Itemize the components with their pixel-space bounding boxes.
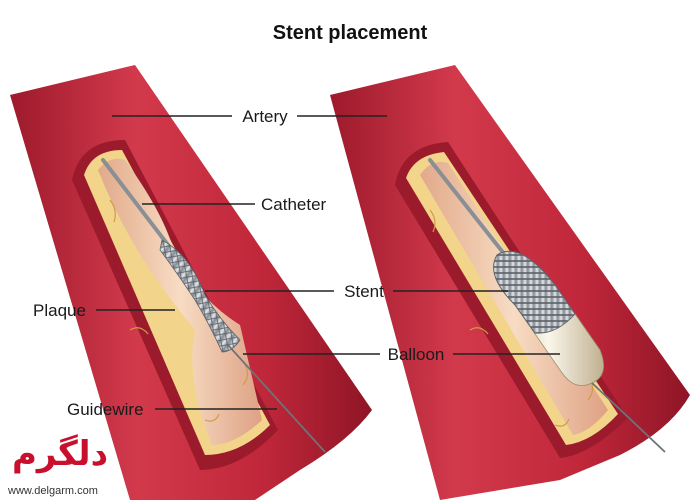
watermark: دلگرم www.delgarm.com [7,434,108,497]
diagram-title: Stent placement [273,22,428,44]
right-stent [493,250,576,334]
label-stent-group: Stent [205,282,508,301]
label-catheter: Catheter [261,195,327,214]
label-catheter-group: Catheter [142,195,327,214]
right-artery [330,65,690,500]
left-plaque-streaks [109,199,249,422]
label-guidewire: Guidewire [67,400,144,419]
label-artery: Artery [242,107,288,126]
label-stent: Stent [344,282,384,301]
left-artery [10,65,372,500]
right-plaque-streaks [429,209,594,427]
label-balloon-group: Balloon [243,345,560,364]
label-plaque-group: Plaque [33,301,175,320]
watermark-url: www.delgarm.com [7,485,98,497]
label-plaque: Plaque [33,301,86,320]
left-lumen [98,158,262,445]
label-balloon: Balloon [388,345,445,364]
watermark-logo: دلگرم [12,434,108,474]
right-guidewire [591,382,666,453]
label-artery-group: Artery [112,107,387,126]
label-guidewire-group: Guidewire [67,400,277,419]
left-guidewire [227,344,326,453]
right-catheter [428,158,507,257]
